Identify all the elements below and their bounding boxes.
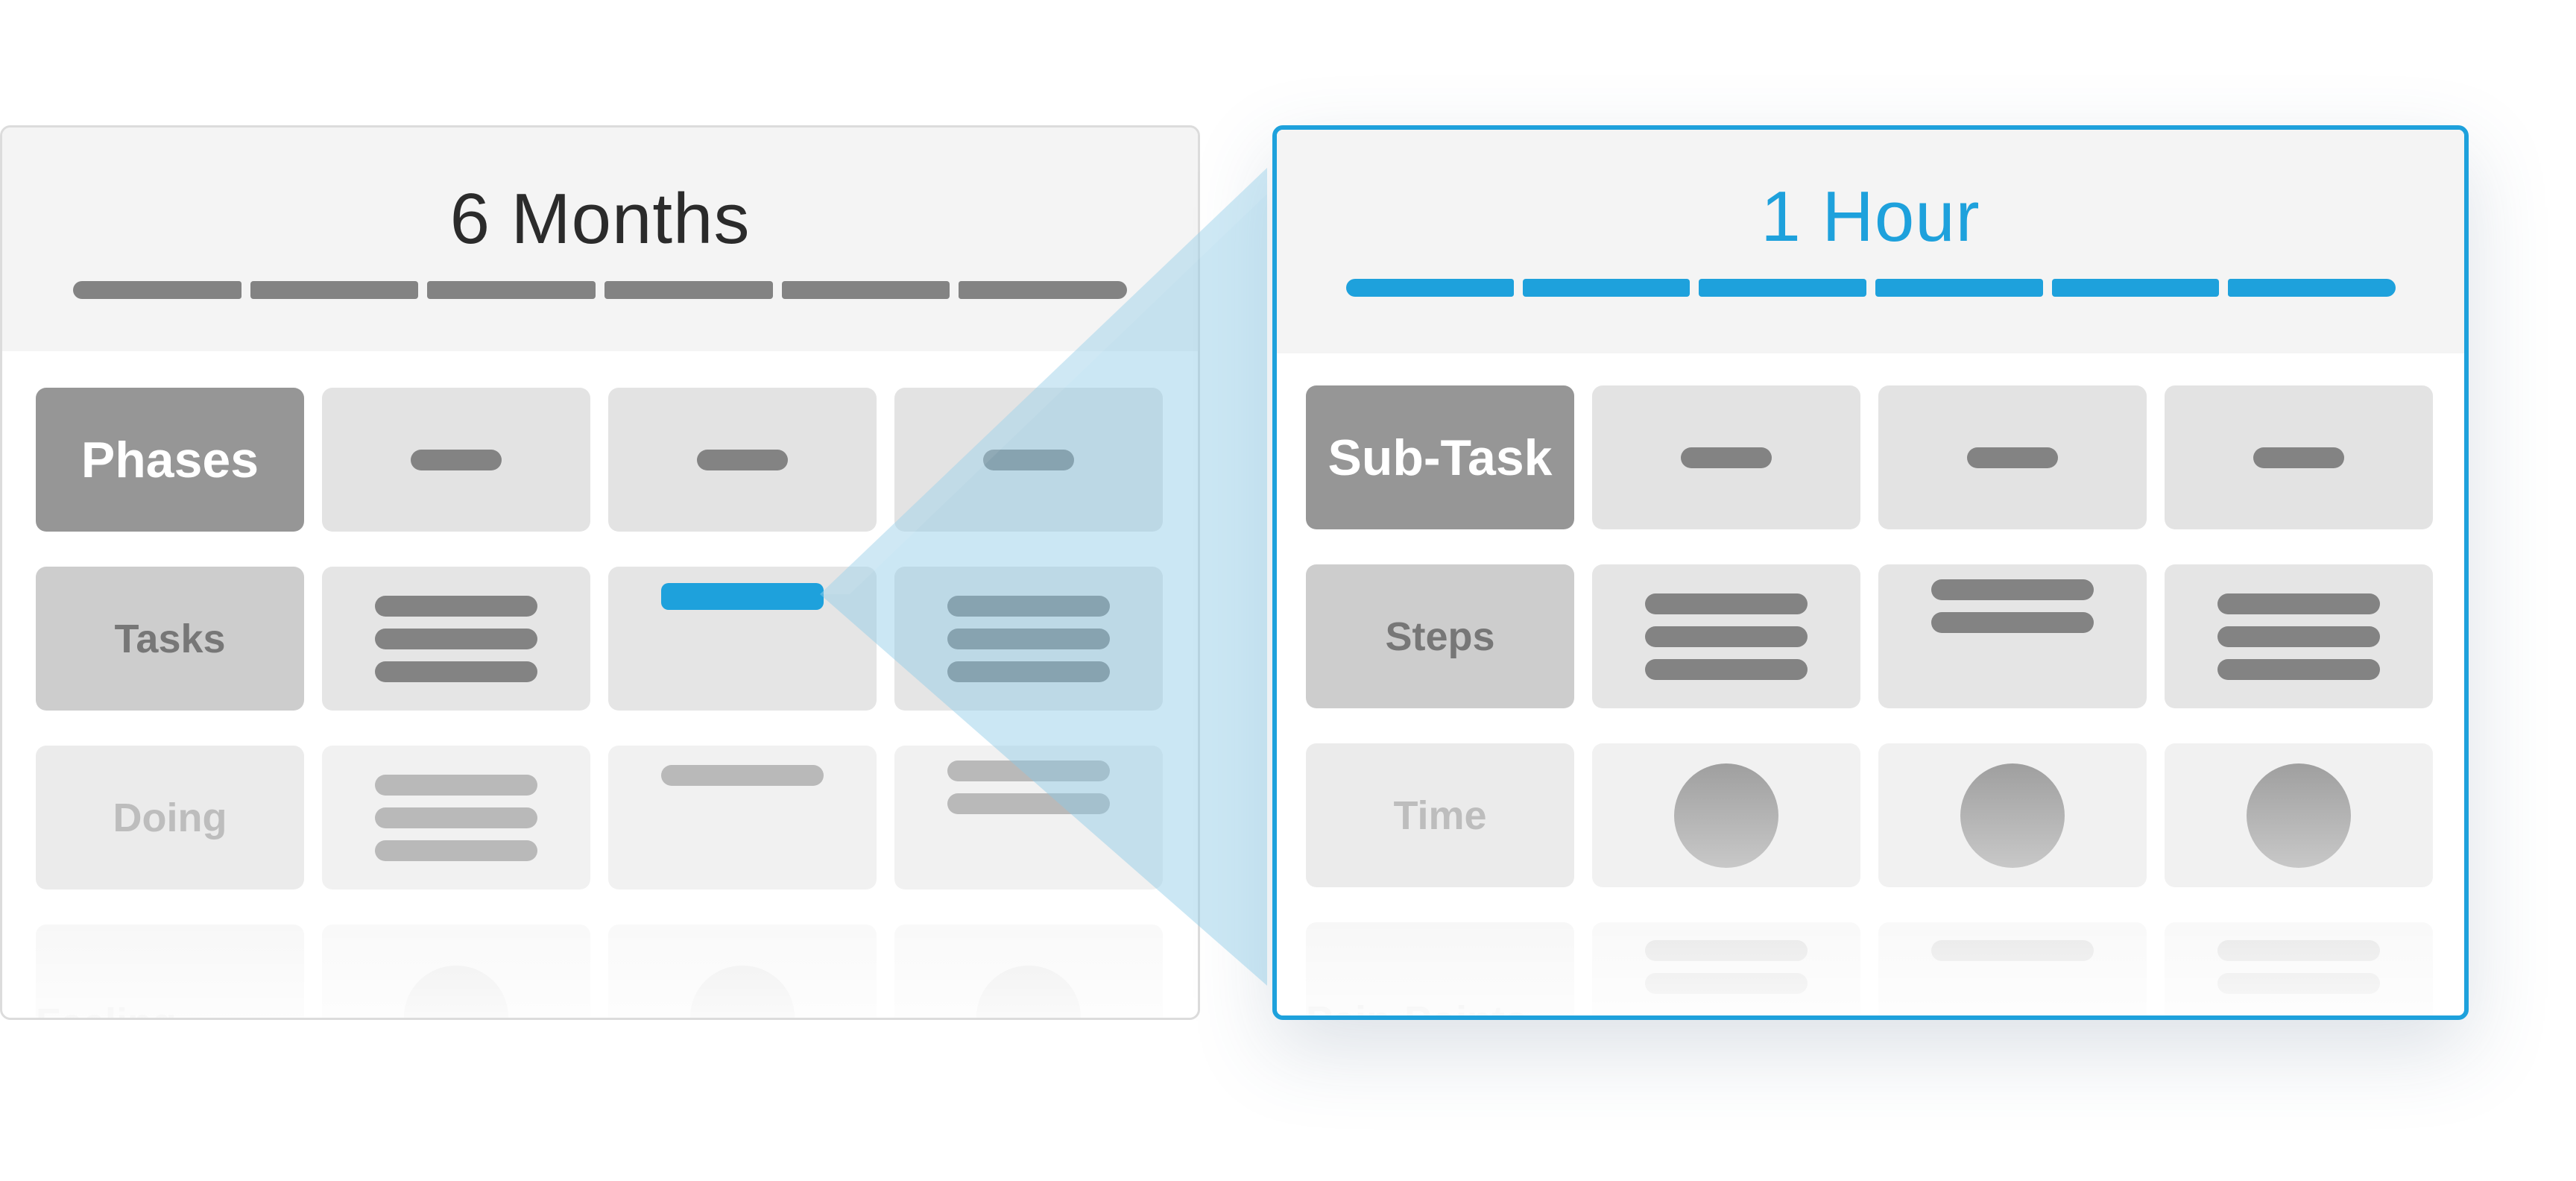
placeholder-bar: [375, 628, 537, 649]
placeholder-bar: [1931, 612, 2094, 633]
scale-segment: [73, 281, 242, 299]
placeholder-bar: [375, 840, 537, 861]
placeholder-bar: [411, 449, 502, 470]
placeholder-bar: [947, 661, 1110, 682]
placeholder-bar: [1931, 579, 2094, 600]
row-label-time: Time: [1306, 743, 1574, 887]
scale-segment: [1699, 279, 1867, 297]
grid-cell: [2165, 922, 2433, 1015]
grid-cell: [894, 925, 1163, 1018]
scale-segment: [2228, 279, 2396, 297]
grid-cell: [1878, 564, 2147, 708]
grid-cell: [894, 746, 1163, 889]
placeholder-bar: [375, 774, 537, 796]
placeholder-bar: [1645, 973, 1808, 994]
row-label-phases: Phases: [36, 388, 304, 532]
time-circle: [2247, 763, 2351, 868]
scale-segment: [250, 281, 419, 299]
placeholder-bar: [1645, 593, 1808, 614]
timescale-bar: [73, 281, 1128, 303]
card-header: 1 Hour: [1277, 130, 2464, 353]
placeholder-bar: [2217, 973, 2380, 994]
grid-cell: [1878, 743, 2147, 887]
scale-segment: [959, 281, 1128, 299]
placeholder-bar: [375, 807, 537, 828]
grid-cell: [608, 746, 877, 889]
timescale-card-6-months: 6 Months Phases Tasks: [0, 125, 1200, 1020]
placeholder-bar: [2253, 447, 2344, 468]
row-label-feeling: Feeling: [36, 925, 304, 1018]
placeholder-bar: [983, 449, 1074, 470]
card-title: 1 Hour: [1761, 177, 1980, 256]
placeholder-bar: [2217, 593, 2380, 614]
grid-cell: [1878, 385, 2147, 529]
grid-cell: [2165, 385, 2433, 529]
timescale-bar: [1346, 279, 2396, 301]
grid-cell: [894, 567, 1163, 711]
journey-grid: Phases Tasks Doing: [36, 388, 1163, 1018]
grid-cell: [1592, 922, 1860, 1015]
emotion-circle: [404, 966, 508, 1018]
grid-cell: [1878, 922, 2147, 1015]
grid-cell: [1592, 743, 1860, 887]
placeholder-bar: [2217, 940, 2380, 961]
grid-cell: [1592, 385, 1860, 529]
placeholder-bar: [947, 793, 1110, 814]
time-circle: [1674, 763, 1778, 868]
grid-cell: [322, 567, 590, 711]
row-label-pain-points: Pain-Points: [1306, 922, 1574, 1015]
grid-cell: [322, 388, 590, 532]
scale-segment: [427, 281, 596, 299]
emotion-circle: [690, 966, 795, 1018]
grid-cell: [2165, 743, 2433, 887]
time-circle: [1960, 763, 2065, 868]
row-label-doing: Doing: [36, 746, 304, 889]
grid-cell: [2165, 564, 2433, 708]
selected-task-bar: [661, 583, 824, 610]
card-header: 6 Months: [2, 127, 1198, 351]
grid-cell-selected: [608, 567, 877, 711]
grid-cell: [608, 925, 877, 1018]
placeholder-bar: [1967, 447, 2058, 468]
scale-segment: [781, 281, 950, 299]
card-title: 6 Months: [449, 179, 751, 259]
row-label-steps: Steps: [1306, 564, 1574, 708]
scale-segment: [1346, 279, 1514, 297]
placeholder-bar: [661, 765, 824, 786]
placeholder-bar: [375, 661, 537, 682]
grid-cell: [322, 746, 590, 889]
placeholder-bar: [1645, 626, 1808, 647]
placeholder-bar: [1645, 658, 1808, 680]
scale-segment: [604, 281, 773, 299]
timescale-card-1-hour: 1 Hour Sub-Task Steps: [1272, 125, 2469, 1020]
placeholder-bar: [947, 628, 1110, 649]
scale-segment: [2051, 279, 2220, 297]
grid-cell: [608, 388, 877, 532]
scale-segment: [1522, 279, 1690, 297]
placeholder-bar: [1645, 940, 1808, 961]
grid-cell: [1592, 564, 1860, 708]
grid-cell: [894, 388, 1163, 532]
placeholder-bar: [1931, 940, 2094, 961]
row-label-sub-task: Sub-Task: [1306, 385, 1574, 529]
journey-grid: Sub-Task Steps Time Pain-Points: [1306, 385, 2433, 1015]
scale-segment: [1875, 279, 2043, 297]
placeholder-bar: [2217, 658, 2380, 680]
placeholder-bar: [947, 760, 1110, 781]
placeholder-bar: [697, 449, 788, 470]
emotion-circle: [976, 966, 1081, 1018]
placeholder-bar: [947, 595, 1110, 617]
placeholder-bar: [2217, 626, 2380, 647]
grid-cell: [322, 925, 590, 1018]
row-label-tasks: Tasks: [36, 567, 304, 711]
placeholder-bar: [1681, 447, 1772, 468]
placeholder-bar: [375, 595, 537, 617]
